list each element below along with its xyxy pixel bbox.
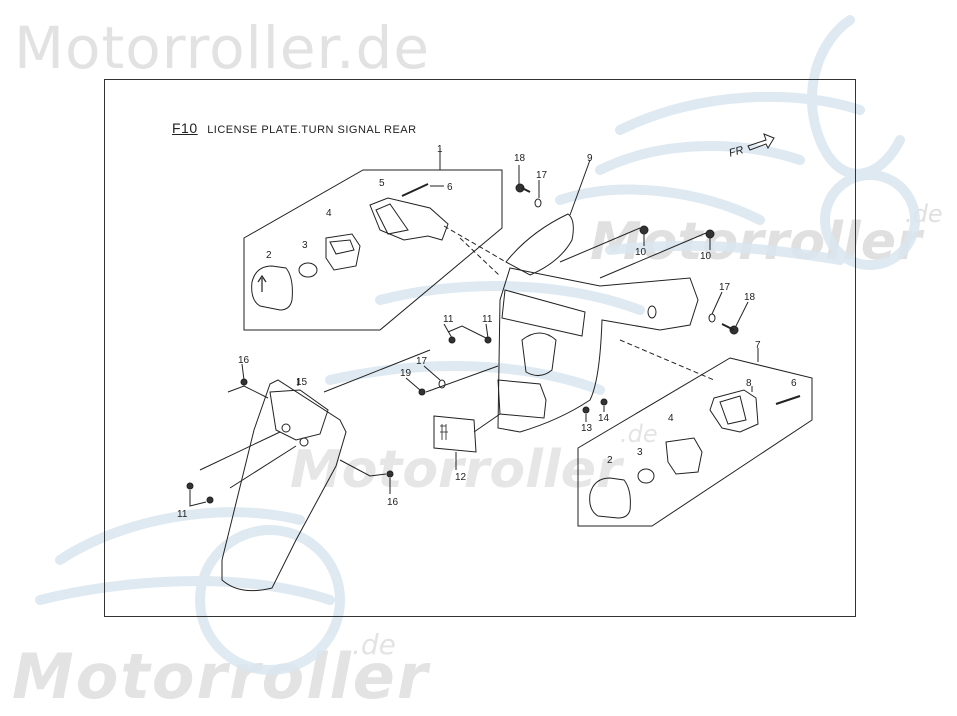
part-label-17: 17 xyxy=(719,282,731,293)
part-label-14: 14 xyxy=(598,413,610,424)
watermark-center-suffix: .de xyxy=(620,420,658,448)
part-label-6: 6 xyxy=(447,182,453,193)
part-label-16: 16 xyxy=(238,355,250,366)
part-label-19: 19 xyxy=(400,368,412,379)
diagram-title: F10 LICENSE PLATE.TURN SIGNAL REAR xyxy=(172,120,417,136)
part-label-18: 18 xyxy=(744,292,756,303)
part-label-4: 4 xyxy=(668,413,674,424)
part-12-license-lamp-lens xyxy=(433,415,477,453)
part-label-11: 11 xyxy=(443,314,454,325)
part-label-2: 2 xyxy=(607,455,613,466)
part-label-4: 4 xyxy=(326,208,332,219)
front-arrow-icon xyxy=(747,133,775,151)
watermark-top: Motorroller.de xyxy=(14,14,431,82)
part-label-6: 6 xyxy=(791,378,797,389)
part-label-17: 17 xyxy=(536,170,548,181)
diagram-code: F10 xyxy=(172,120,198,136)
part-label-3: 3 xyxy=(637,447,643,458)
part-label-9: 9 xyxy=(587,153,593,164)
part-label-5: 5 xyxy=(379,178,385,189)
watermark-bottom-suffix: .de xyxy=(352,628,396,661)
diagram-title-text: LICENSE PLATE.TURN SIGNAL REAR xyxy=(207,124,417,136)
part-label-10: 10 xyxy=(635,247,647,258)
part-9-plate-bracket xyxy=(505,213,574,276)
part-label-18: 18 xyxy=(514,153,526,164)
part-label-16: 16 xyxy=(387,497,399,508)
diagram-frame xyxy=(104,79,856,617)
part-label-8: 8 xyxy=(746,378,752,389)
part-label-15: 15 xyxy=(296,377,308,388)
part-label-17: 17 xyxy=(416,356,428,367)
part-label-13: 13 xyxy=(581,423,593,434)
group-outline-1 xyxy=(243,169,503,331)
part-label-1: 1 xyxy=(437,144,443,155)
part-2-lens-right xyxy=(589,477,631,519)
part-label-12: 12 xyxy=(455,472,467,483)
group-outline-7 xyxy=(577,357,813,527)
part-label-7: 7 xyxy=(755,340,761,351)
part-15-rear-fender xyxy=(221,379,347,592)
part-label-10: 10 xyxy=(700,251,712,262)
part-label-3: 3 xyxy=(302,240,308,251)
part-label-11: 11 xyxy=(482,314,493,325)
part-label-2: 2 xyxy=(266,250,272,261)
part-2-lens-left xyxy=(251,265,293,311)
part-label-11: 11 xyxy=(177,509,188,520)
